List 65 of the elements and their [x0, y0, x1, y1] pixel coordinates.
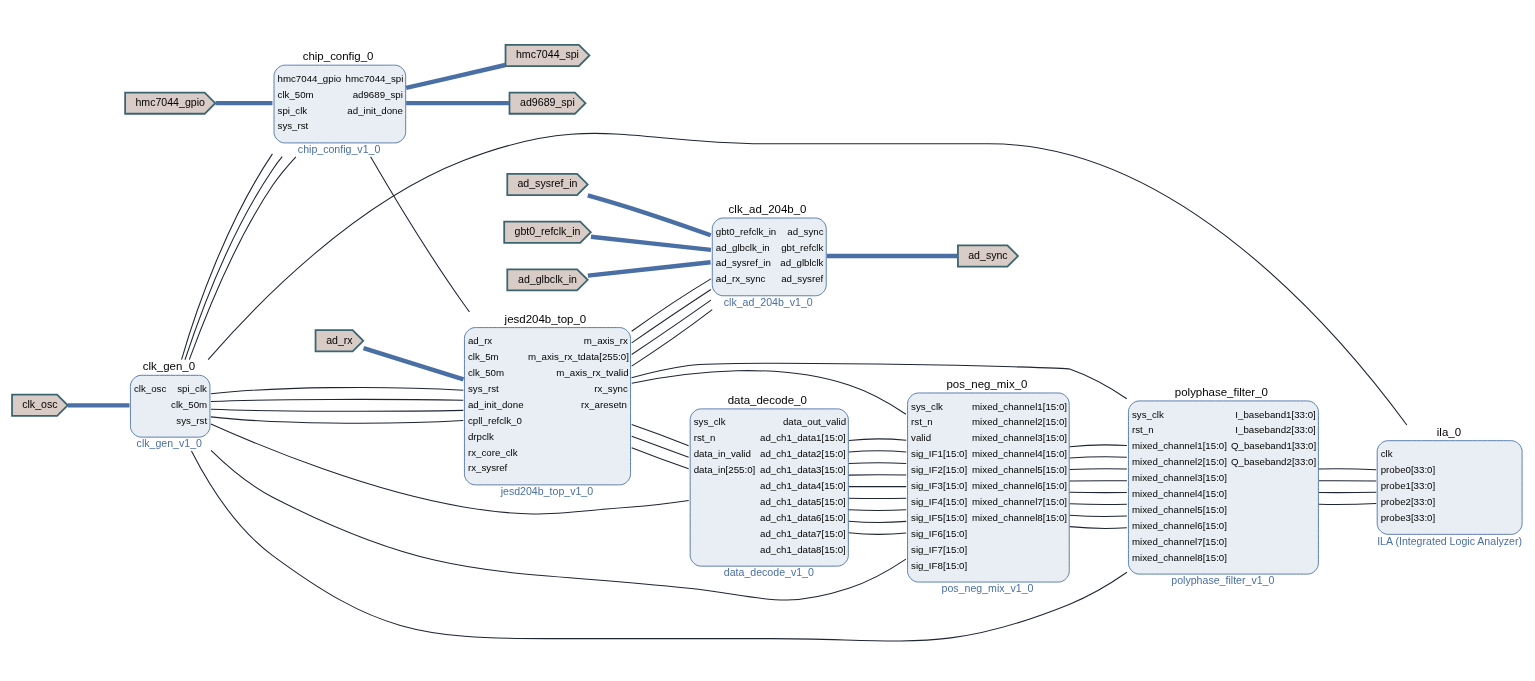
connector	[210, 416, 464, 424]
connector	[1069, 444, 1128, 448]
connector	[848, 450, 907, 453]
connector	[631, 309, 713, 367]
connector	[210, 398, 464, 403]
connector	[1318, 502, 1377, 506]
node-label: clk_gen_0	[142, 360, 196, 373]
connector	[362, 346, 465, 382]
connector	[1069, 526, 1128, 529]
connector	[848, 497, 907, 500]
connector	[210, 408, 464, 412]
connector	[190, 450, 1128, 642]
connector	[215, 100, 273, 106]
node-label: chip_config_0	[302, 50, 374, 63]
connector	[1069, 480, 1128, 482]
connector	[631, 435, 690, 458]
connector	[587, 193, 712, 238]
node-label: ila_0	[1436, 425, 1462, 438]
connector	[1318, 491, 1377, 494]
connector	[1069, 468, 1128, 471]
connector	[207, 132, 1408, 426]
node-label: polyphase_filter_v1_0	[1171, 574, 1275, 587]
connector	[1069, 456, 1128, 459]
connector	[1069, 491, 1128, 494]
connector	[1318, 468, 1377, 471]
node-label: polyphase_filter_0	[1174, 385, 1268, 398]
node-label: ILA (Integrated Logic Analyzer)	[1377, 534, 1523, 547]
connector	[210, 423, 690, 515]
connector	[405, 62, 506, 91]
connector	[188, 156, 297, 361]
connector	[848, 486, 907, 488]
node-label: pos_neg_mix_0	[946, 378, 1028, 391]
connector	[210, 386, 464, 395]
connector	[631, 299, 712, 355]
node-label: data_decode_v1_0	[723, 566, 814, 579]
connector	[370, 156, 470, 313]
connector	[590, 234, 712, 252]
node-label: jesd204b_top_v1_0	[500, 485, 594, 498]
node-label: clk_ad_204b_0	[728, 203, 807, 216]
connector	[1069, 514, 1128, 517]
node-label: pos_neg_mix_v1_0	[941, 582, 1034, 595]
connector	[848, 520, 907, 523]
connector	[631, 278, 712, 332]
node-label: clk_ad_204b_v1_0	[723, 296, 813, 309]
connector	[1318, 480, 1377, 482]
connector	[848, 509, 907, 511]
connector	[631, 447, 690, 470]
connector	[1069, 503, 1128, 506]
connector	[826, 253, 958, 259]
connector	[848, 474, 907, 476]
connector	[848, 532, 907, 535]
connector	[406, 100, 510, 106]
connector	[210, 449, 907, 601]
connector	[848, 462, 907, 465]
connector	[631, 288, 712, 344]
connector	[587, 260, 711, 278]
connector	[631, 424, 690, 447]
node-label: clk_gen_v1_0	[136, 437, 202, 450]
node-label: data_decode_0	[727, 393, 807, 406]
connector	[848, 438, 907, 442]
connector	[631, 362, 1128, 400]
connector	[631, 370, 907, 415]
node-label: jesd204b_top_0	[504, 312, 587, 325]
connector	[67, 403, 130, 408]
node-label: chip_config_v1_0	[297, 143, 381, 156]
